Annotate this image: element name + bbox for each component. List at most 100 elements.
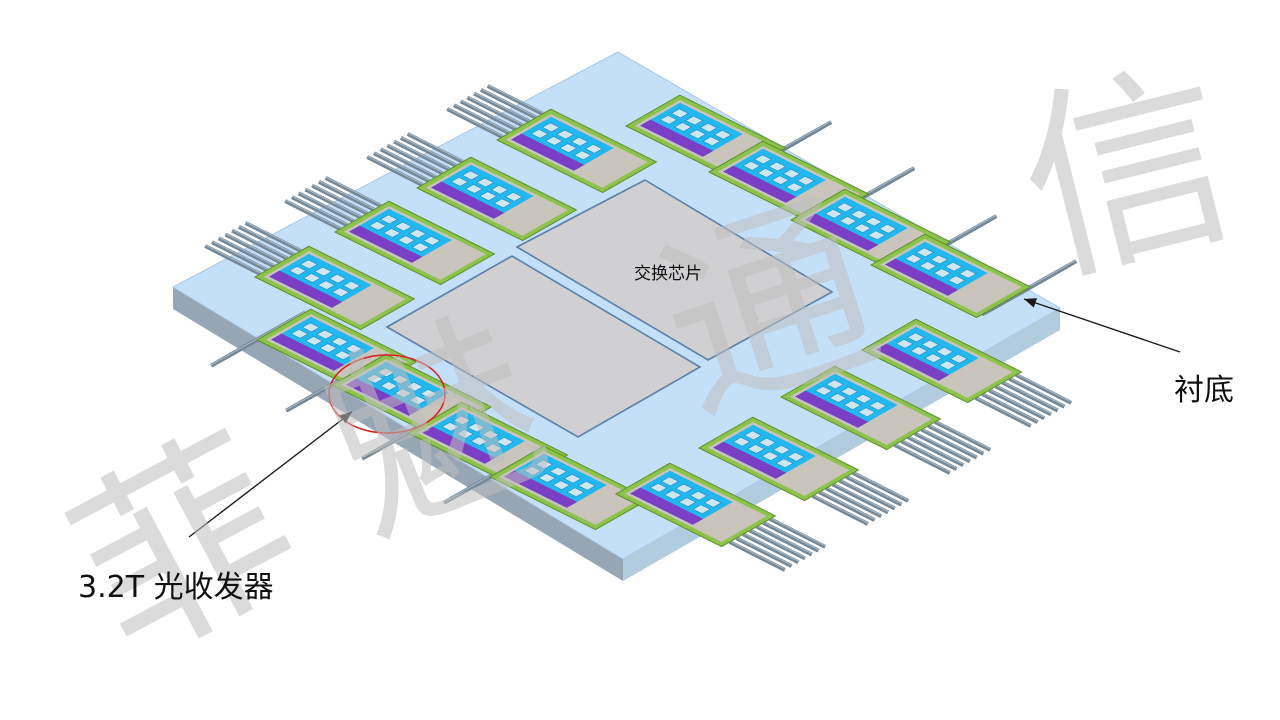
pic-tile xyxy=(493,198,512,209)
pic-tile xyxy=(342,280,361,291)
annotations xyxy=(188,298,1181,538)
fiber-highlight xyxy=(460,99,517,129)
fiber-highlight xyxy=(860,166,915,198)
highlight-circle xyxy=(328,354,446,434)
pic-tile xyxy=(408,395,427,406)
pic-tile xyxy=(301,322,320,333)
pic-tile xyxy=(495,436,514,447)
photonic-die xyxy=(723,148,826,203)
fiber xyxy=(981,392,1039,424)
fiber xyxy=(1021,259,1078,294)
transceiver-module xyxy=(869,233,1032,319)
fiber-highlight xyxy=(942,214,997,246)
pic-tile xyxy=(476,177,495,188)
fiber-highlight xyxy=(245,221,301,251)
transceiver-modules xyxy=(253,94,1032,548)
fiber xyxy=(941,214,998,249)
pic-tile xyxy=(288,266,307,276)
fiber xyxy=(379,147,437,180)
pic-tile xyxy=(441,422,460,432)
fiber-highlight xyxy=(988,388,1045,418)
laser-array xyxy=(511,133,585,171)
fiber xyxy=(244,221,302,253)
pic-tile xyxy=(464,184,483,194)
laser-array xyxy=(349,225,423,263)
transceiver-module xyxy=(860,318,1023,404)
fiber xyxy=(473,91,531,124)
fiber xyxy=(920,427,978,460)
fiber xyxy=(913,431,971,464)
fiber xyxy=(466,95,524,128)
fiber xyxy=(393,139,451,172)
fiber-highlight xyxy=(210,333,266,366)
pic-tile xyxy=(771,175,790,185)
fiber xyxy=(486,84,544,116)
pic-tile xyxy=(333,350,352,361)
fiber-highlight xyxy=(393,140,450,169)
fiber-highlight xyxy=(443,470,499,503)
fiber xyxy=(210,333,267,368)
pic-tile xyxy=(481,429,500,440)
pic-tile xyxy=(670,108,689,119)
pic-tile xyxy=(470,436,489,446)
fiber-highlight xyxy=(311,184,368,213)
pic-tile xyxy=(775,458,794,469)
fiber-highlight xyxy=(742,532,799,562)
fiber xyxy=(373,151,431,183)
fiber xyxy=(311,183,369,216)
photonic-die xyxy=(630,470,733,525)
pic-tile xyxy=(673,122,692,132)
fiber-highlight xyxy=(852,471,909,501)
fiber-highlight xyxy=(756,525,812,554)
transceiver-module xyxy=(415,156,578,242)
fiber xyxy=(1008,377,1066,409)
fiber-highlight xyxy=(914,432,971,461)
pic-tile xyxy=(330,336,349,347)
fiber-highlight xyxy=(218,236,275,266)
substrate-side-left xyxy=(173,287,623,581)
pic-tile xyxy=(958,268,977,279)
pic-tile xyxy=(814,386,833,396)
fiber-highlight xyxy=(407,132,463,162)
fiber xyxy=(324,176,382,208)
fiber xyxy=(443,470,500,505)
fiber-highlight xyxy=(825,486,882,516)
fiber-highlight xyxy=(1002,381,1058,410)
pic-tile xyxy=(422,235,441,246)
switch-chip xyxy=(515,179,834,361)
fiber xyxy=(231,228,289,261)
transceiver-label: 3.2T 光收发器 xyxy=(78,570,274,605)
pic-tile xyxy=(743,430,762,441)
fiber-highlight xyxy=(894,443,951,473)
pic-tile xyxy=(316,329,335,340)
pic-tile xyxy=(685,115,704,126)
fiber-highlight xyxy=(400,136,457,166)
fiber-highlight xyxy=(901,439,957,469)
laser-array xyxy=(723,165,797,203)
fiber xyxy=(453,103,511,135)
pic-tile xyxy=(930,254,949,265)
pic-tile xyxy=(314,266,333,277)
pic-tile xyxy=(559,143,578,153)
pic-tile xyxy=(838,216,857,226)
pic-tile xyxy=(304,336,323,346)
photonic-die xyxy=(640,102,743,157)
fiber xyxy=(1001,380,1059,413)
fiber-highlight xyxy=(763,521,819,551)
fiber-highlight xyxy=(211,240,268,270)
pic-tile xyxy=(921,339,940,350)
fiber-highlight xyxy=(373,151,430,181)
fiber-highlight xyxy=(467,96,523,125)
photonic-die xyxy=(795,373,898,428)
laser-array xyxy=(422,426,496,464)
fiber-highlight xyxy=(749,529,806,558)
pic-tile xyxy=(768,161,787,172)
pic-tile xyxy=(689,490,708,501)
fiber-highlight xyxy=(204,244,261,274)
fiber-highlight xyxy=(1015,373,1072,403)
photonic-die xyxy=(271,316,374,371)
pic-tile xyxy=(935,346,954,357)
transceiver-module xyxy=(253,245,416,331)
pic-tile xyxy=(915,247,934,258)
fiber-highlight xyxy=(387,144,443,173)
